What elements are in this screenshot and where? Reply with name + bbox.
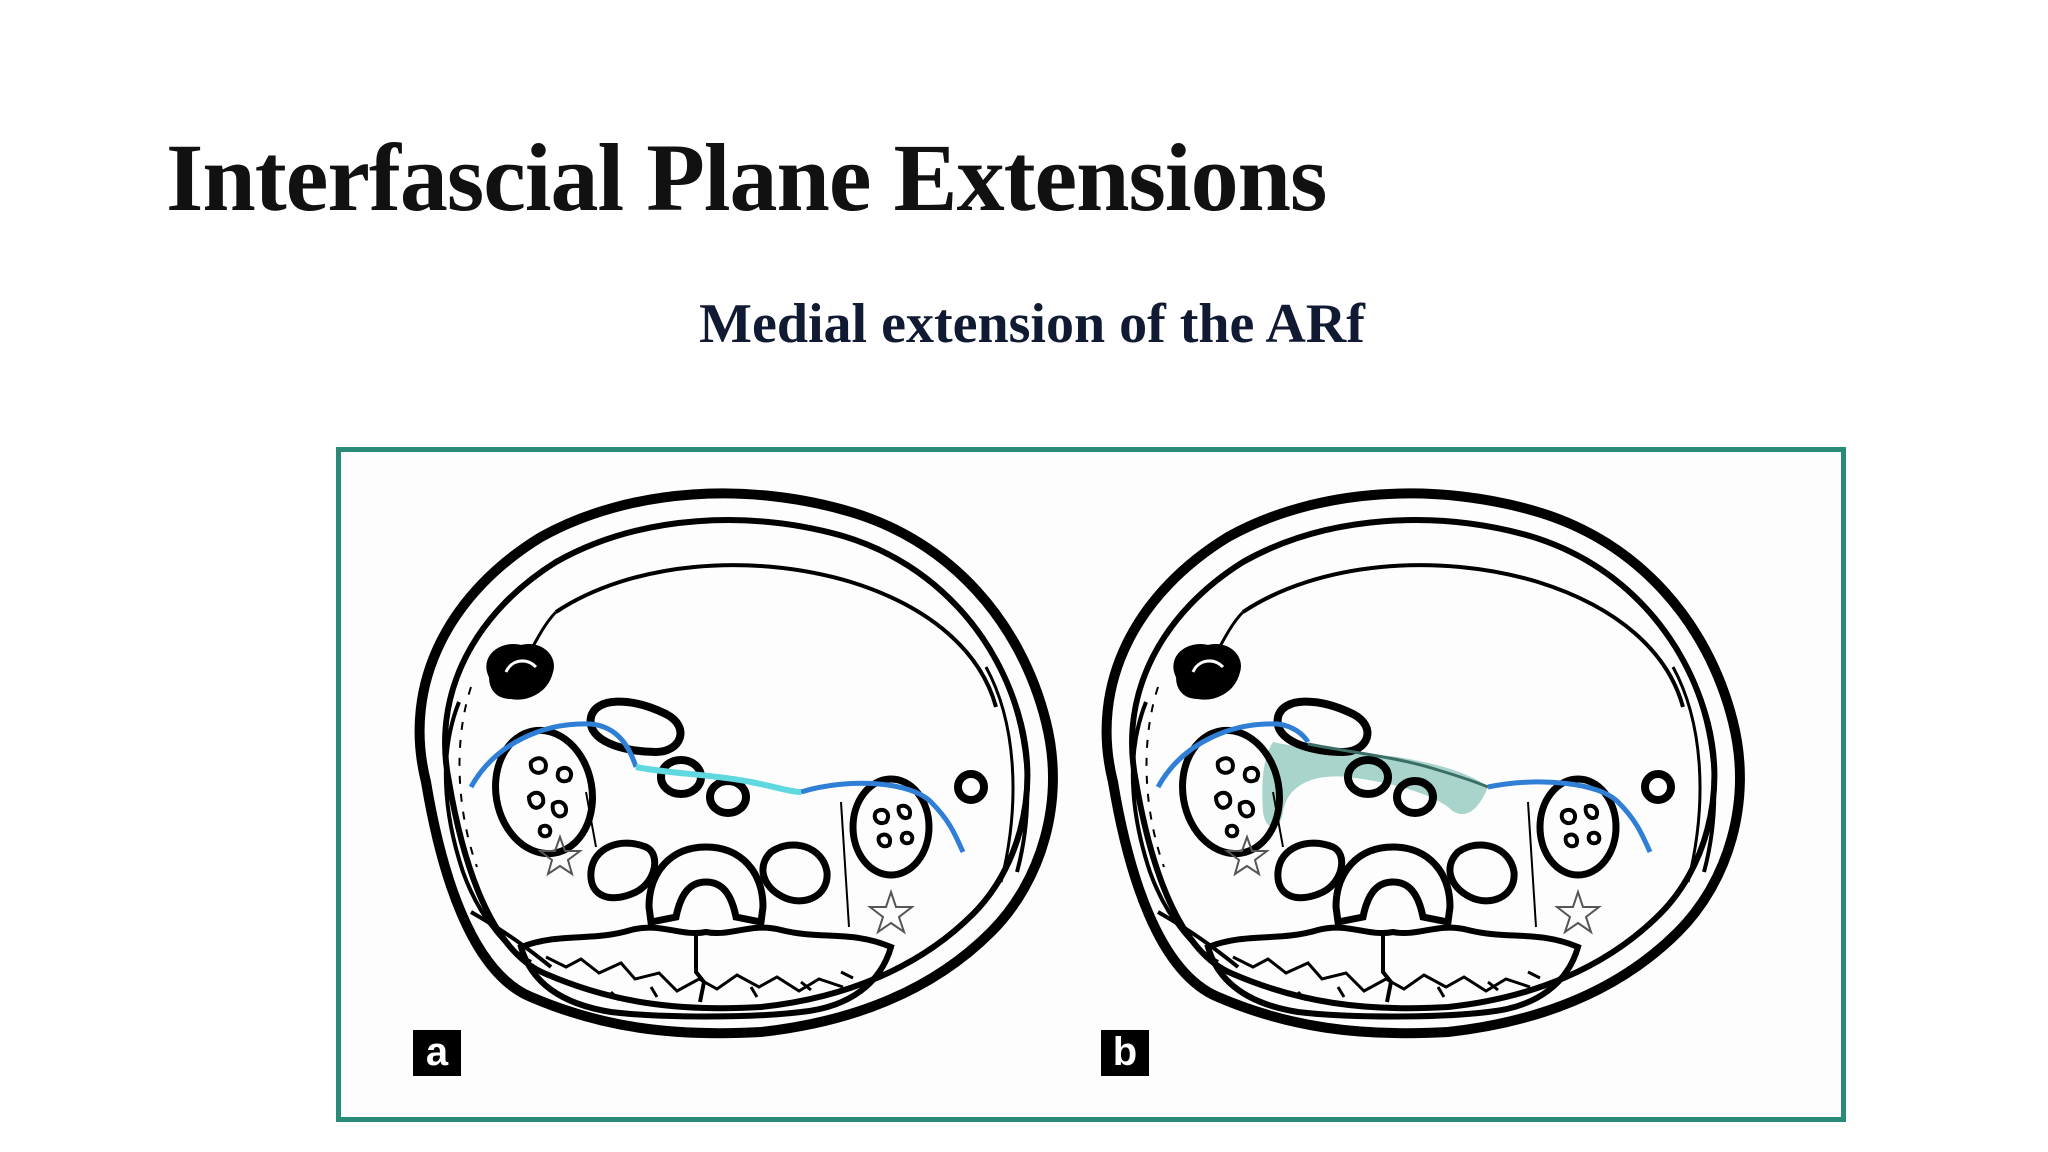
panel-b-fluid-region: [1262, 742, 1488, 827]
panel-b-star-right: [1554, 888, 1602, 935]
panel-a-fascia-left: [468, 721, 639, 789]
panel-a-diagram: [420, 493, 1053, 1033]
panel-b-star-left: [1224, 834, 1270, 877]
panel-b-fascia-left: [1155, 721, 1311, 789]
subtitle-text: Medial extension of the ARf: [699, 293, 1365, 355]
figure-frame: a b: [336, 447, 1846, 1122]
slide-title: Interfascial Plane Extensions: [166, 124, 1327, 231]
anatomy-diagrams: [341, 452, 1841, 1117]
panel-a-star-left: [537, 834, 583, 877]
panel-a-fluid-line: [635, 764, 802, 795]
panel-a-star-right: [867, 888, 915, 935]
panel-b-fascia-right: [1487, 779, 1653, 854]
panel-b-diagram: [1107, 493, 1740, 1033]
slide-subtitle: Medial extension of the ARf: [0, 292, 2048, 356]
panel-a-fascia-right: [800, 780, 966, 854]
panel-label-a: a: [413, 1030, 461, 1076]
panel-label-b: b: [1101, 1030, 1149, 1076]
